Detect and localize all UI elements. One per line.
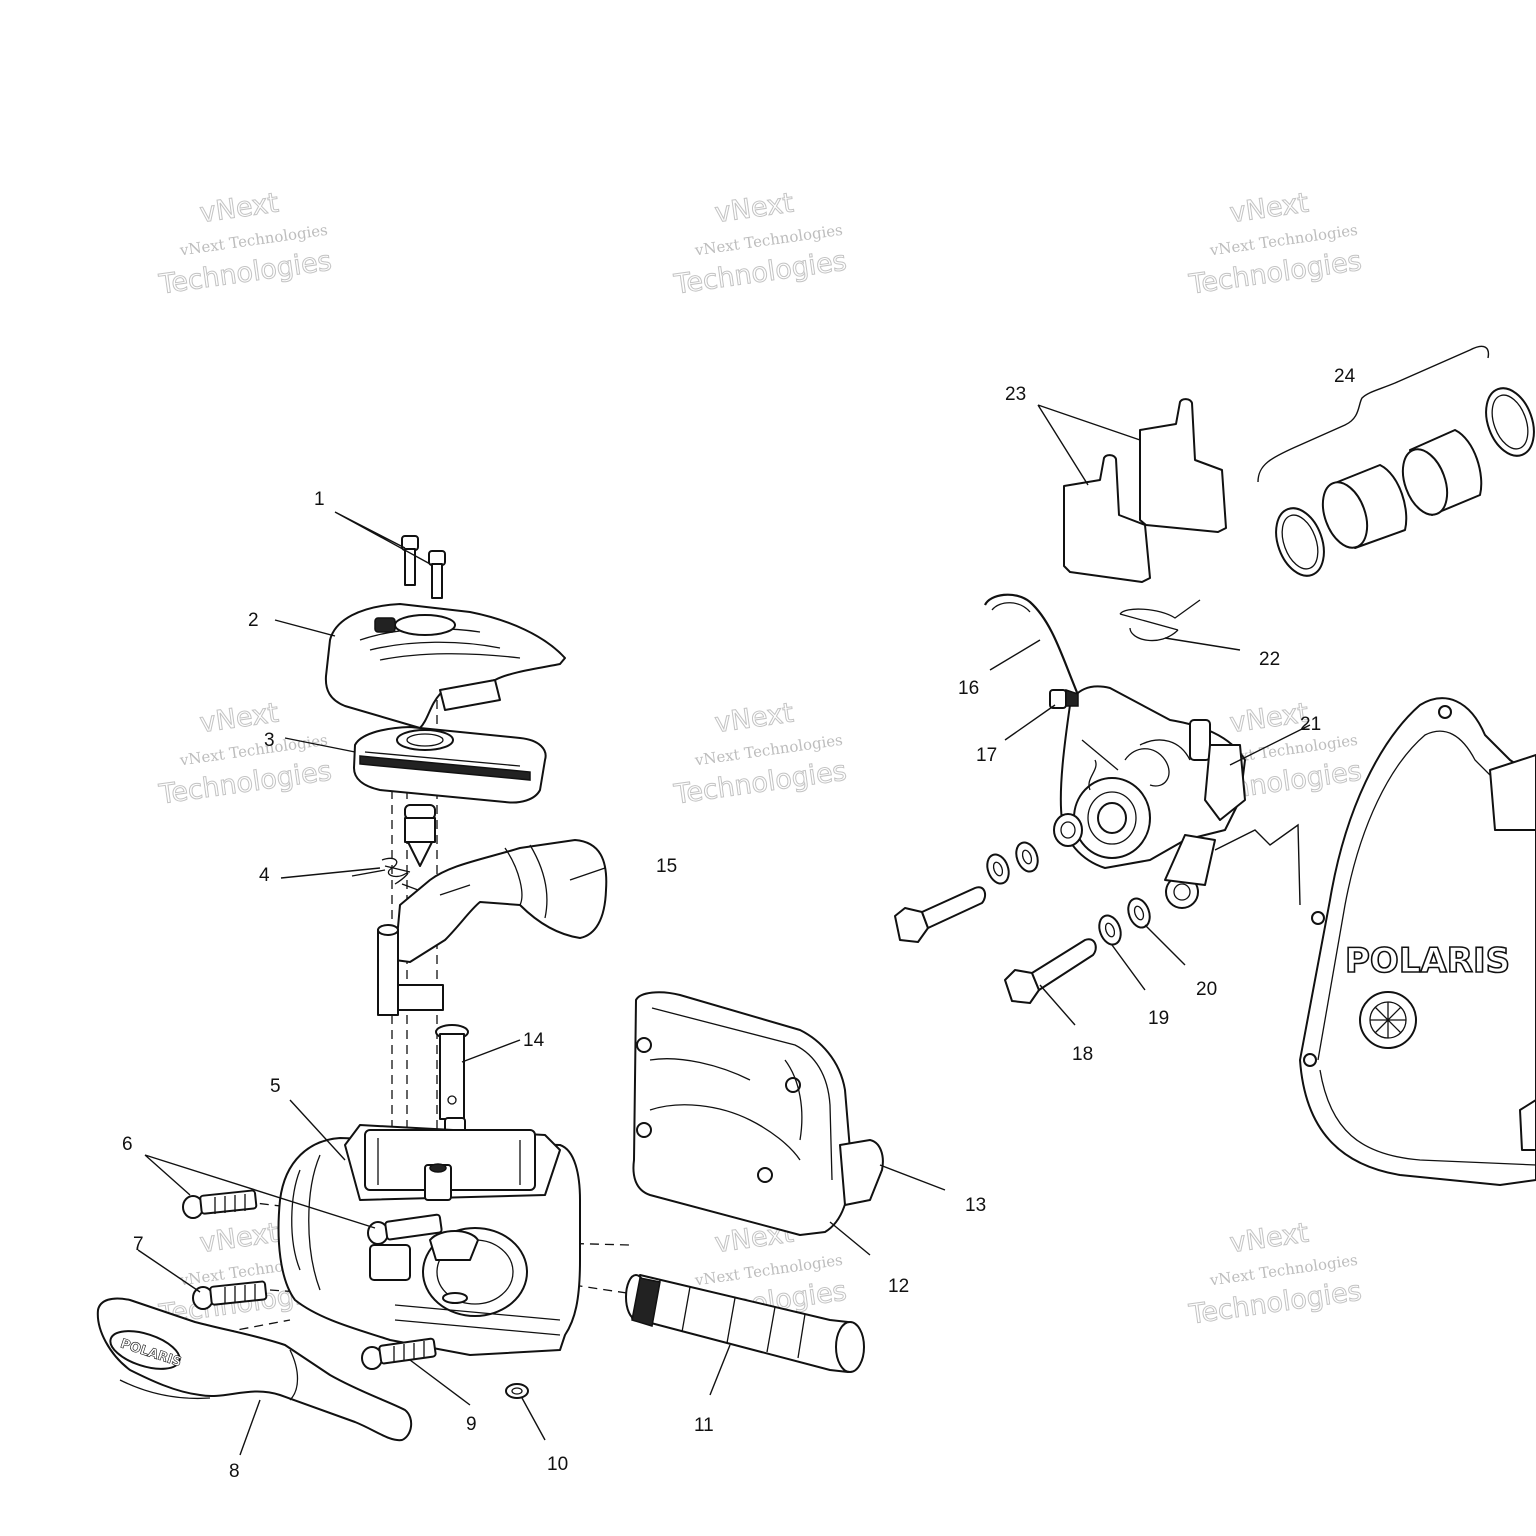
- callout-21: 21: [1300, 714, 1321, 735]
- part-7-screw: [192, 1280, 268, 1310]
- part-8-brake-lever: POLARIS: [96, 1297, 413, 1442]
- watermark-mid-center: vNext vNext Technologies Technologies: [671, 697, 849, 811]
- part-22-clip: [1119, 599, 1201, 642]
- svg-text:vNext: vNext: [198, 1218, 280, 1260]
- svg-text:vNext: vNext: [1228, 698, 1310, 740]
- svg-text:vNext: vNext: [713, 698, 795, 740]
- part-24-pistons: [1257, 345, 1535, 577]
- part-23-brake-pads: [1063, 398, 1227, 583]
- callout-4: 4: [259, 865, 270, 886]
- callout-14: 14: [523, 1030, 545, 1051]
- part-9-screw: [361, 1337, 437, 1370]
- part-16-brake-line: [983, 593, 1080, 696]
- callout-1: 1: [314, 489, 325, 510]
- callout-9: 9: [466, 1414, 477, 1435]
- svg-text:vNext: vNext: [1228, 1218, 1310, 1260]
- part-6-screws: [182, 1189, 443, 1245]
- caliper-assembly: [1049, 685, 1246, 909]
- callout-12: 12: [888, 1276, 909, 1297]
- callout-23: 23: [1005, 384, 1026, 405]
- svg-text:vNext: vNext: [1228, 188, 1310, 230]
- callout-7: 7: [133, 1234, 144, 1255]
- part-18-bolts: [894, 886, 1097, 1004]
- part-15-throttle-lever: [394, 839, 608, 963]
- part-4-spring: [351, 857, 419, 891]
- watermark-mid-left: vNext vNext Technologies Technologies: [156, 697, 334, 811]
- callout-5: 5: [270, 1076, 281, 1097]
- svg-text:vNext: vNext: [713, 188, 795, 230]
- callout-24: 24: [1334, 366, 1356, 387]
- watermark-bottom-right: vNext vNext Technologies Technologies: [1186, 1217, 1364, 1331]
- callout-11: 11: [694, 1415, 714, 1436]
- callout-17: 17: [976, 745, 997, 766]
- part-2-reservoir-cover: [324, 603, 566, 729]
- brake-case-cover: POLARIS: [1214, 697, 1536, 1186]
- watermark-top-center: vNext vNext Technologies Technologies: [671, 187, 849, 301]
- callout-22: 22: [1259, 649, 1280, 670]
- callout-18: 18: [1072, 1044, 1093, 1065]
- pivot-bushing: [377, 924, 444, 1016]
- callout-13: 13: [965, 1195, 986, 1216]
- polaris-brand-logo: POLARIS: [1345, 941, 1510, 981]
- callout-8: 8: [229, 1461, 240, 1482]
- callout-10: 10: [547, 1454, 568, 1475]
- watermark-top-left: vNext vNext Technologies Technologies: [156, 187, 334, 301]
- part-13-gasket: [839, 1139, 884, 1206]
- callout-15: 15: [656, 856, 677, 877]
- callout-19: 19: [1148, 1008, 1169, 1029]
- callout-16: 16: [958, 678, 979, 699]
- watermark-top-right: vNext vNext Technologies Technologies: [1186, 187, 1364, 301]
- piston-insert: [404, 804, 436, 867]
- part-12-cover: [632, 991, 852, 1236]
- part-14-pin: [435, 1024, 469, 1133]
- part-3-diaphragm: [353, 726, 547, 804]
- leader-lines: [137, 404, 1311, 1456]
- callout-20: 20: [1196, 979, 1217, 1000]
- part-19-20-washers: [986, 841, 1151, 946]
- part-5-master-cylinder: [277, 1124, 581, 1356]
- callout-2: 2: [248, 610, 259, 631]
- callout-3: 3: [264, 730, 275, 751]
- part-1-screws: [401, 535, 446, 599]
- svg-text:vNext: vNext: [198, 188, 280, 230]
- part-11-sleeve: [625, 1274, 865, 1373]
- callout-6: 6: [122, 1134, 133, 1155]
- part-10-washer: [505, 1383, 529, 1399]
- callout-numbers: 1 2 3 4 5 6 7 8 9 10 11 12 13 14 15 16 1…: [122, 366, 1356, 1482]
